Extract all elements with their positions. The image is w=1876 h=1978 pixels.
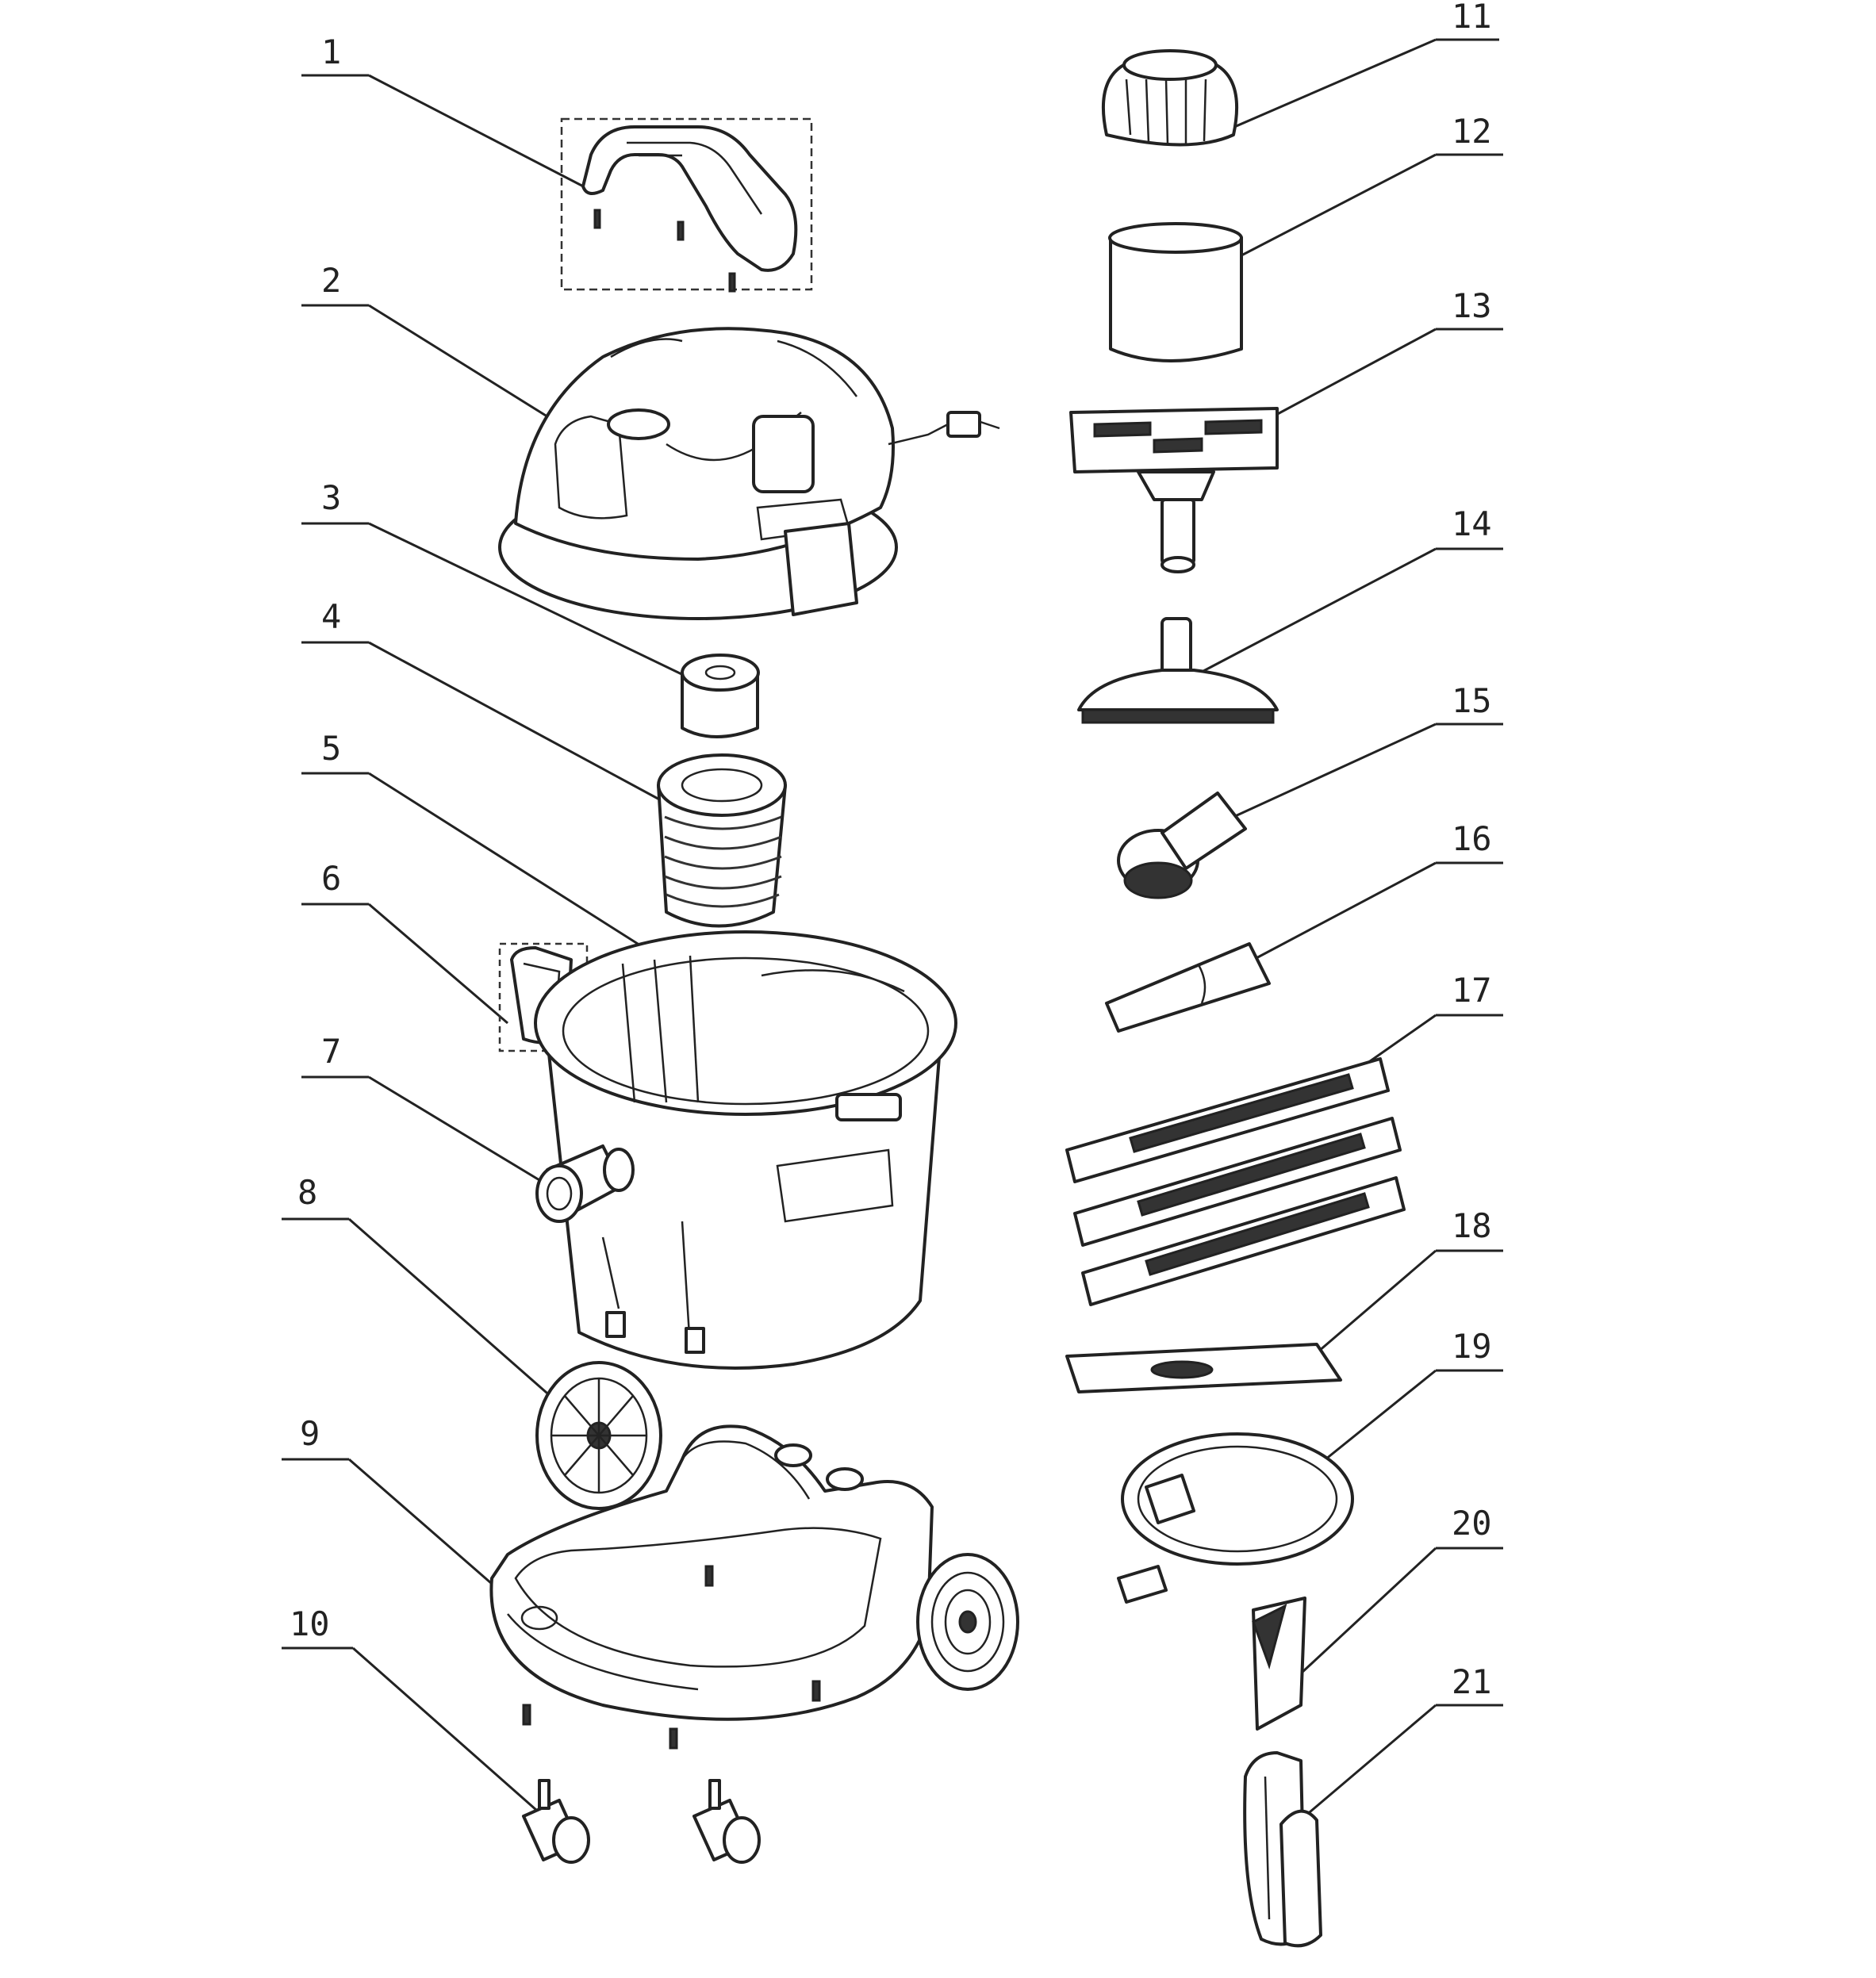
callout-5: 5 xyxy=(301,729,695,981)
part-number-12: 12 xyxy=(1452,112,1492,151)
part-number-20: 20 xyxy=(1452,1504,1492,1543)
paper-filter-drawing xyxy=(1108,222,1243,362)
part-number-17: 17 xyxy=(1452,971,1492,1010)
callout-6: 6 xyxy=(301,859,508,1025)
part-number-7: 7 xyxy=(321,1032,341,1071)
blower-attachment-drawing xyxy=(1243,1751,1322,1948)
part-number-14: 14 xyxy=(1452,504,1492,543)
utility-nozzle-drawing xyxy=(1077,617,1279,724)
part-number-18: 18 xyxy=(1452,1206,1492,1245)
callout-19: 19 xyxy=(1300,1327,1503,1481)
callout-9: 9 xyxy=(282,1414,504,1596)
callout-1: 1 xyxy=(301,33,592,192)
filter-cage-drawing xyxy=(1101,49,1239,147)
callout-21: 21 xyxy=(1304,1662,1503,1818)
hose-drawing xyxy=(1117,1432,1354,1604)
part-number-8: 8 xyxy=(297,1173,317,1212)
callout-4: 4 xyxy=(301,597,663,803)
callout-17: 17 xyxy=(1356,971,1503,1072)
part-number-21: 21 xyxy=(1452,1662,1492,1701)
collection-tank-drawing xyxy=(534,930,957,1370)
dusting-brush-drawing xyxy=(1117,792,1247,899)
callout-20: 20 xyxy=(1299,1504,1503,1675)
motor-head-drawing xyxy=(498,327,1000,620)
filter-bag-drawing xyxy=(1252,1597,1306,1731)
inlet-port-drawing xyxy=(535,1144,635,1223)
rear-wheel-drawing xyxy=(535,1361,662,1510)
floor-nozzle-drawing xyxy=(1069,407,1279,573)
cartridge-filter-drawing xyxy=(657,753,787,928)
callout-15: 15 xyxy=(1233,681,1503,818)
part-number-4: 4 xyxy=(321,597,341,636)
part-number-3: 3 xyxy=(321,478,341,517)
part-number-2: 2 xyxy=(321,261,341,300)
extension-wands-drawing xyxy=(1065,1057,1406,1306)
callout-11: 11 xyxy=(1197,0,1499,144)
callout-7: 7 xyxy=(301,1032,556,1191)
callout-16: 16 xyxy=(1253,819,1503,961)
carry-handle-drawing xyxy=(560,117,813,293)
callout-8: 8 xyxy=(282,1173,560,1405)
part-number-11: 11 xyxy=(1452,0,1492,36)
callout-10: 10 xyxy=(282,1604,544,1818)
callout-3: 3 xyxy=(301,478,699,684)
foam-sleeve-drawing xyxy=(681,654,760,738)
callout-13: 13 xyxy=(1272,286,1503,418)
base-dolly-drawing xyxy=(489,1424,1019,1750)
callout-12: 12 xyxy=(1221,112,1503,267)
part-number-16: 16 xyxy=(1452,819,1492,858)
part-number-9: 9 xyxy=(300,1414,320,1453)
part-number-1: 1 xyxy=(321,33,341,71)
part-number-15: 15 xyxy=(1452,681,1492,720)
part-number-19: 19 xyxy=(1452,1327,1492,1366)
part-number-5: 5 xyxy=(321,729,341,768)
callout-14: 14 xyxy=(1189,504,1503,680)
part-number-10: 10 xyxy=(290,1604,330,1643)
casters-drawing xyxy=(522,1779,761,1864)
part-number-6: 6 xyxy=(321,859,341,898)
callout-18: 18 xyxy=(1312,1206,1503,1358)
crevice-tool-drawing xyxy=(1105,942,1271,1033)
part-number-13: 13 xyxy=(1452,286,1492,325)
squeegee-insert-drawing xyxy=(1065,1343,1342,1393)
